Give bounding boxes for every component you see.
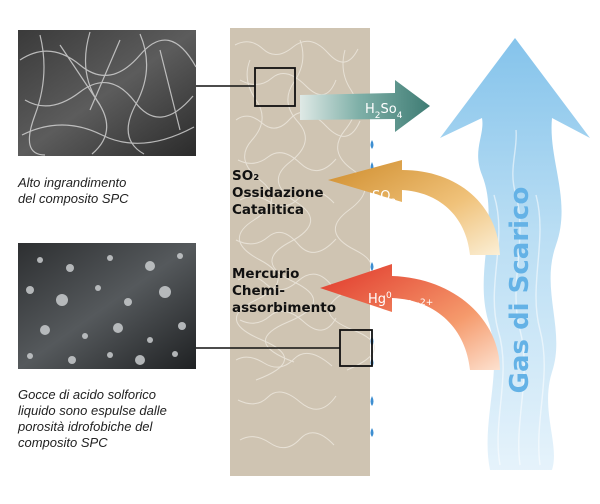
zoom-box-top <box>254 67 296 107</box>
h2so4-label: H2So4 <box>365 102 403 121</box>
filter-texture <box>234 39 375 449</box>
h2so4-arrow <box>300 80 430 132</box>
caption-sem-line: del composito SPC <box>18 191 129 206</box>
caption-droplets-line: porosità idrofobiche del <box>18 419 153 434</box>
hg2-label: Hg2+ <box>402 298 433 314</box>
hg-arrow <box>320 264 500 370</box>
label-line: Chemi- <box>232 283 285 299</box>
label-line: SO₂ <box>232 168 260 184</box>
hg0-label: Hg0 <box>368 291 392 307</box>
label-line: Catalitica <box>232 202 305 218</box>
label-so2-oxidation: SO₂ Ossidazione Catalitica <box>232 168 323 219</box>
label-line: Mercurio <box>232 266 300 282</box>
label-line: Ossidazione <box>232 185 324 201</box>
caption-droplets-line: Gocce di acido solforico <box>18 387 157 402</box>
gas-arrow-streaks <box>493 129 545 466</box>
droplet-photo <box>18 243 196 369</box>
caption-sem-line: Alto ingrandimento <box>18 175 127 190</box>
gas-arrow <box>440 38 590 470</box>
caption-droplets-line: composito SPC <box>18 435 108 450</box>
caption-droplets: Gocce di acido solforico liquido sono es… <box>18 387 167 451</box>
zoom-box-bottom <box>339 329 373 367</box>
label-mercury-chemisorption: Mercurio Chemi- assorbimento <box>232 266 336 317</box>
so2-arrow <box>328 160 500 255</box>
sem-fibers <box>19 31 197 156</box>
caption-droplets-line: liquido sono espulse dalle <box>18 403 167 418</box>
label-line: assorbimento <box>232 300 336 316</box>
photo-droplets <box>26 253 186 365</box>
caption-sem: Alto ingrandimento del composito SPC <box>18 175 129 207</box>
so2-arrow-label: SO2 <box>372 189 396 208</box>
gas-di-scarico-label: Gas di Scarico <box>505 187 535 394</box>
